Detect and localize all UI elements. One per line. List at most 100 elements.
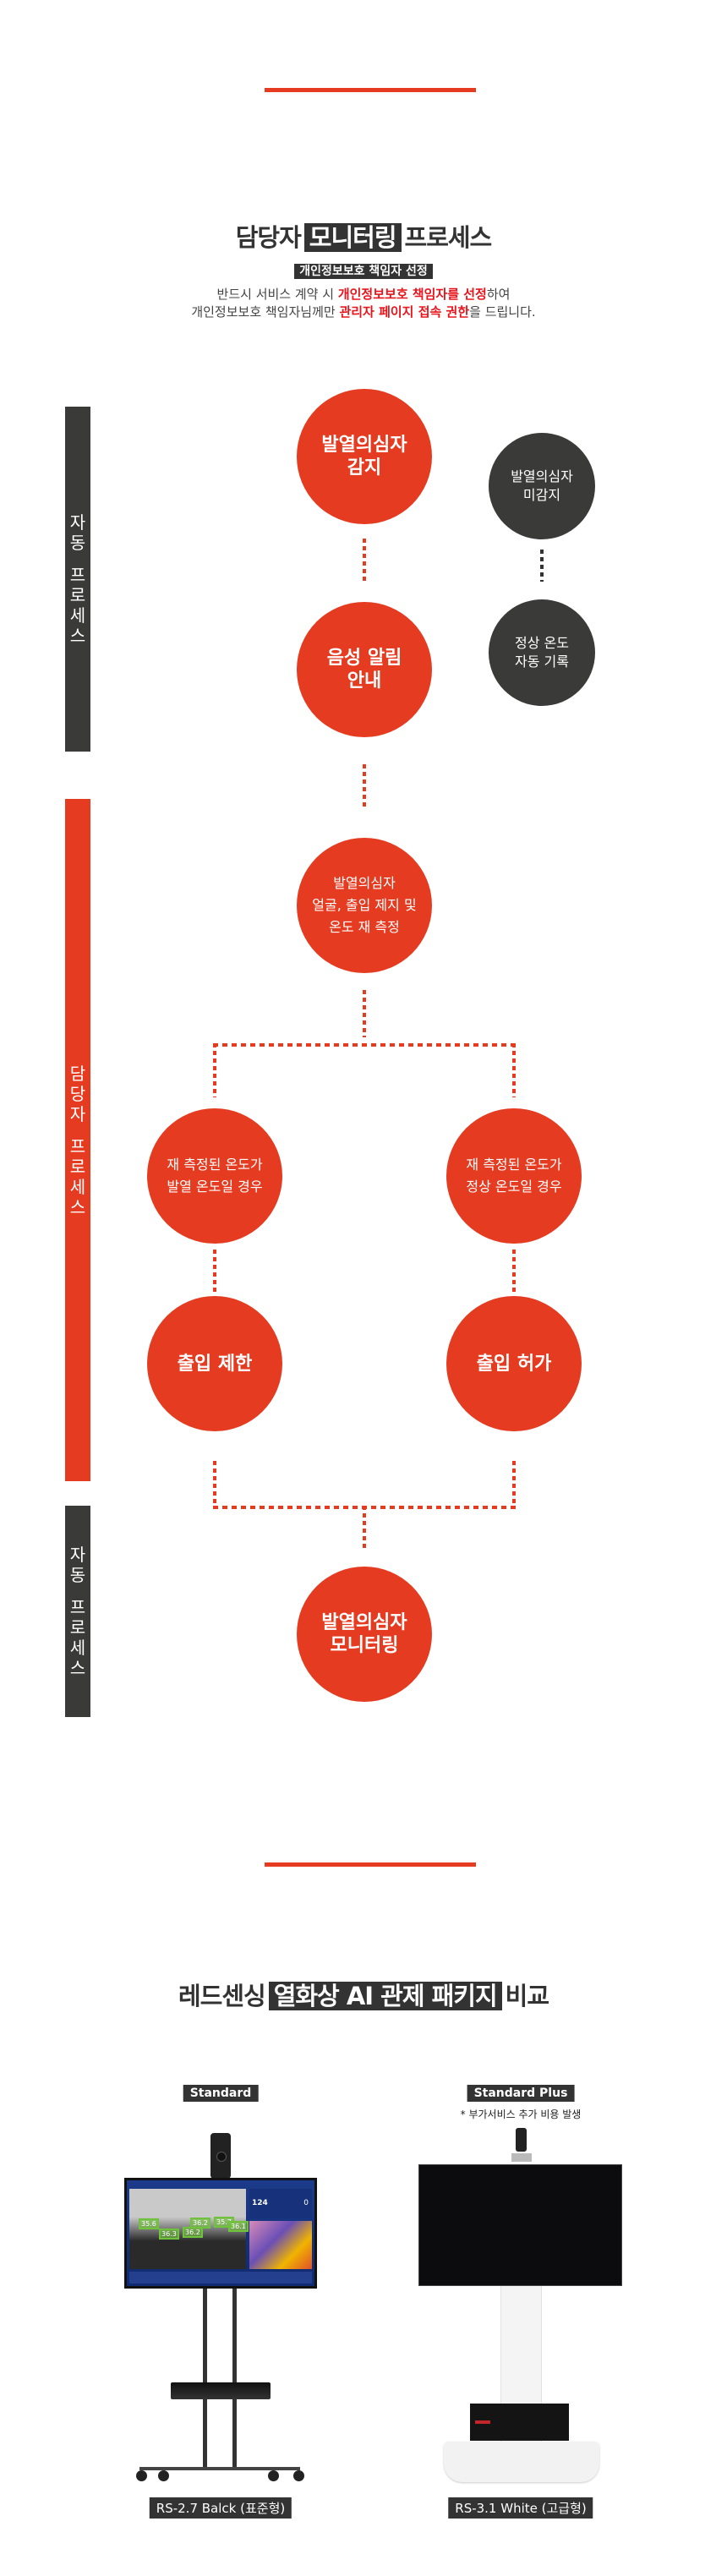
connector: [213, 1250, 216, 1292]
sidebar-char: 세: [69, 1638, 86, 1658]
product-name-standard-plus: RS-3.1 White (고급형): [448, 2497, 593, 2519]
connector: [512, 1461, 516, 1508]
sidebar-char: 로: [69, 1617, 86, 1638]
title-highlight: 열화상 AI 관제 패키지: [268, 1982, 502, 2010]
sidebar-char: 프: [69, 565, 86, 585]
connector: [363, 764, 366, 810]
connector: [213, 1461, 216, 1508]
connector: [363, 539, 366, 584]
text: 반드시 서비스 계약 시: [216, 287, 338, 302]
screen-fever-count: 0: [303, 2199, 309, 2207]
step-text: 발열의심자: [333, 875, 396, 891]
section-divider: [265, 1862, 476, 1867]
shelf: [171, 2382, 271, 2399]
sidebar-char: 프: [69, 1597, 86, 1617]
step-text: 얼굴, 출입 제지 및: [312, 897, 417, 913]
sidebar-char: 세: [69, 605, 86, 626]
sidebar-char: 프: [69, 1135, 86, 1157]
temp-tag: 36.2: [190, 2218, 210, 2229]
step-text: 자동 기록: [515, 654, 569, 670]
temp-tag: 36.1: [228, 2221, 249, 2232]
sidebar-char: 자: [69, 1545, 86, 1565]
connector: [363, 1506, 366, 1551]
sidebar-char: 스: [69, 626, 86, 646]
extra-cost-note: * 부가서비스 추가 비용 발생: [460, 2108, 582, 2120]
sidebar-char: 로: [69, 1156, 86, 1177]
thermal-camera: [210, 2133, 231, 2179]
product-name-standard: RS-2.7 Balck (표준형): [149, 2497, 292, 2519]
text: 하여: [486, 287, 511, 302]
connector: [540, 550, 544, 582]
sidebar-char: 동: [69, 1565, 86, 1585]
title-text: 담당자: [235, 223, 302, 252]
thermal-camera: [516, 2128, 527, 2152]
sidebar-char: 로: [69, 585, 86, 605]
sidebar-char: 스: [69, 1658, 86, 1678]
monitor: [418, 2164, 622, 2286]
temp-tag: 35.6: [139, 2218, 159, 2229]
connector: [213, 1043, 216, 1097]
sidebar-char: 동: [69, 533, 86, 553]
sidebar-char: 세: [69, 1176, 86, 1197]
connector: [512, 1250, 516, 1292]
step-text: 정상 온도일 경우: [466, 1179, 562, 1195]
sidebar-char: 스: [69, 1196, 86, 1217]
step-allow-entry: 출입 허가: [446, 1296, 582, 1431]
step-text: 발열의심자: [321, 435, 407, 456]
connector: [213, 1043, 517, 1047]
step-text: 안내: [347, 670, 382, 692]
sidebar-char: 자: [69, 1103, 86, 1124]
step-text: 출입 허가: [476, 1353, 552, 1375]
connector: [512, 1043, 516, 1097]
step-text: 발열의심자: [321, 1612, 407, 1633]
tier-label-standard-plus: Standard Plus: [467, 2085, 575, 2102]
description: 반드시 서비스 계약 시 개인정보보호 책임자를 선정하여 개인정보보호 책임자…: [0, 286, 727, 321]
step-deny-entry: 출입 제한: [147, 1296, 282, 1431]
text: 을 드립니다.: [469, 304, 536, 320]
step-text: 온도 재 측정: [329, 919, 400, 935]
sidebar-char: 담: [69, 1063, 86, 1084]
emphasis: 개인정보보호 책임자를 선정: [337, 287, 487, 302]
connector: [363, 990, 366, 1037]
screen-count: 124: [252, 2199, 268, 2207]
step-text: 발열 온도일 경우: [167, 1179, 263, 1195]
step-text: 미감지: [522, 487, 561, 503]
temp-tag: 36.3: [159, 2229, 179, 2240]
step-text: 정상 온도: [515, 635, 569, 651]
step-text: 출입 제한: [177, 1353, 253, 1375]
title-highlight: 모니터링: [303, 223, 402, 252]
temp-tag: 36.2: [183, 2227, 203, 2238]
step-text: 모니터링: [330, 1635, 399, 1656]
step-text: 재 측정된 온도가: [167, 1157, 263, 1173]
emphasis: 관리자 페이지 접속 권한: [339, 304, 470, 320]
sidebar-char: 자: [69, 512, 86, 533]
text: 개인정보보호 책임자님께만: [191, 304, 340, 320]
tier-label-standard: Standard: [183, 2085, 259, 2102]
step-text: 감지: [347, 457, 382, 479]
title-text: 비교: [505, 1982, 549, 2010]
section-divider: [265, 88, 476, 92]
badge: 개인정보보호 책임자 선정: [294, 264, 433, 279]
title-text: 프로세스: [404, 223, 493, 252]
step-text: 음성 알림: [326, 648, 402, 669]
sidebar-char: 당: [69, 1083, 86, 1104]
step-text: 재 측정된 온도가: [466, 1157, 562, 1173]
step-text: 발열의심자: [511, 468, 573, 484]
product-image-standard-plus: [418, 2126, 626, 2482]
title-text: 레드센싱: [178, 1982, 266, 2010]
control-box: [470, 2404, 569, 2441]
